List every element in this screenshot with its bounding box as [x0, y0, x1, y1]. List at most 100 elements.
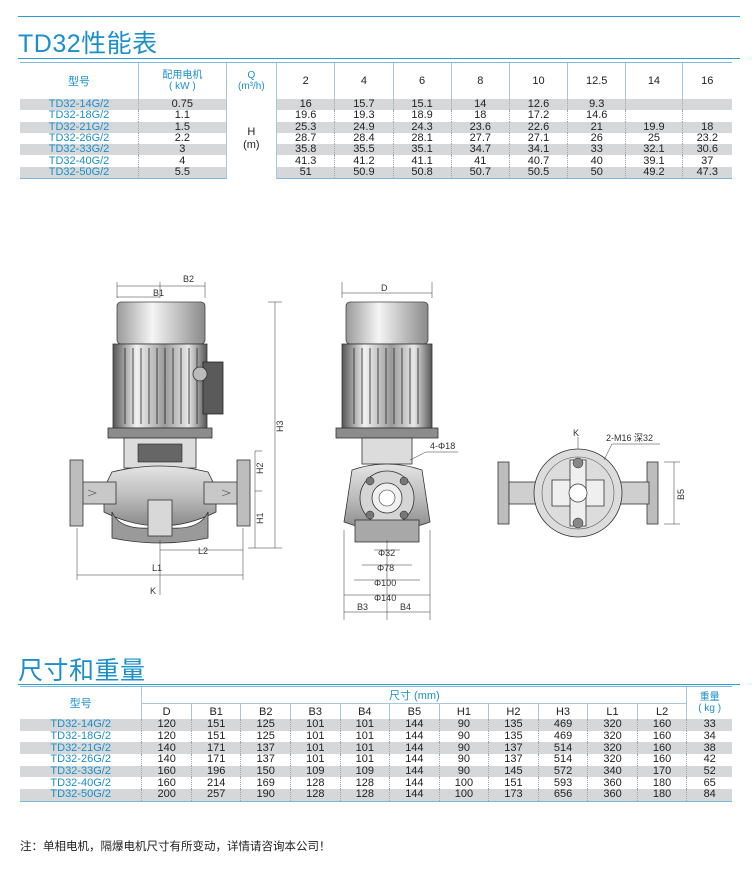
- dims-value-cell: 144: [389, 719, 440, 731]
- perf-head-value: 34.1: [508, 144, 568, 156]
- perf-q-header: Q(m³/h): [225, 62, 277, 99]
- perf-head-value: 41.3: [276, 155, 335, 167]
- dims-value-cell: 101: [339, 719, 390, 731]
- side-pump-body: [103, 465, 217, 527]
- perf-head-value: 19.6: [276, 110, 335, 122]
- perf-head-value: [625, 99, 683, 111]
- dims-value-cell: 128: [339, 777, 390, 790]
- perf-motor-header: 配用电机( kW ): [138, 62, 227, 99]
- label-h3: H3: [275, 420, 285, 432]
- perf-model-cell: TD32-18G/2: [20, 110, 139, 122]
- label-m16: 2-M16 深32: [606, 433, 653, 443]
- label-k: K: [150, 586, 156, 596]
- perf-head-unit-cell: H(m): [225, 99, 278, 179]
- label-b3: B3: [357, 602, 368, 612]
- dims-value-cell: 120: [141, 731, 192, 743]
- dims-value-cell: 469: [537, 719, 588, 731]
- dims-value-cell: 144: [389, 754, 440, 766]
- dims-value-cell: 109: [339, 766, 390, 778]
- perf-head-value: 30.6: [681, 144, 732, 156]
- dims-value-cell: 109: [290, 766, 341, 778]
- perf-head-value: 22.6: [508, 121, 568, 133]
- perf-head-value: 14: [450, 98, 510, 111]
- perf-head-value: 16: [276, 98, 335, 111]
- flow-header-0: 2: [276, 62, 335, 99]
- dims-col-header: B5: [389, 703, 440, 719]
- dims-value-cell: 100: [438, 777, 489, 790]
- perf-kw-cell: 5.5: [138, 167, 227, 180]
- perf-head-value: 39.1: [625, 155, 683, 167]
- perf-head-value: [681, 99, 732, 111]
- label-d78: Φ78: [377, 563, 394, 573]
- perf-head-value: 23.6: [450, 121, 510, 133]
- perf-head-value: 50: [567, 167, 626, 180]
- perf-head-value: 25.3: [276, 121, 335, 133]
- dims-value-cell: 320: [587, 719, 638, 731]
- dims-value-cell: 144: [389, 789, 440, 802]
- flow-header-1: 4: [334, 62, 393, 99]
- dims-model-cell: TD32-21G/2: [20, 742, 142, 755]
- dims-model-cell: TD32-14G/2: [20, 719, 142, 731]
- dims-value-cell: 180: [636, 789, 687, 802]
- perf-kw-cell: 2.2: [138, 132, 227, 145]
- dims-value-cell: 84: [686, 789, 732, 802]
- dims-weight-header: 重量( kg ): [686, 686, 732, 719]
- perf-head-value: 12.6: [508, 98, 568, 111]
- perf-model-cell: TD32-40G/2: [20, 155, 139, 167]
- performance-table: 型号 配用电机( kW ) Q(m³/h) 2 4 6 8 10 12.5 14…: [20, 62, 732, 180]
- perf-head-value: 50.9: [334, 167, 393, 180]
- dims-value-cell: 257: [190, 789, 241, 802]
- dims-col-header: H1: [438, 703, 489, 719]
- dims-header-row: 型号 尺寸 (mm) 重量( kg ): [20, 686, 732, 719]
- perf-head-value: 35.8: [276, 144, 335, 156]
- dims-value-cell: 125: [240, 731, 291, 743]
- dims-value-cell: 572: [537, 766, 588, 778]
- label-l2: L2: [198, 546, 208, 556]
- dims-col-header: L1: [587, 703, 638, 719]
- dims-value-cell: 469: [537, 731, 588, 743]
- dims-value-cell: 514: [537, 742, 588, 755]
- label-d100: Φ100: [374, 578, 396, 588]
- dims-value-cell: 190: [240, 789, 291, 802]
- perf-head-value: 17.2: [508, 110, 568, 122]
- dims-value-cell: 101: [339, 731, 390, 743]
- label-b2: B2: [183, 274, 194, 284]
- dims-value-cell: 180: [636, 777, 687, 790]
- dims-value-cell: 160: [141, 777, 192, 790]
- perf-model-cell: TD32-50G/2: [20, 167, 139, 180]
- dims-value-cell: 137: [488, 754, 539, 766]
- dims-value-cell: 52: [686, 766, 732, 778]
- dims-value-cell: 144: [389, 766, 440, 778]
- perf-head-value: 19.9: [625, 121, 683, 133]
- dims-value-cell: 320: [587, 742, 638, 755]
- dims-value-cell: 145: [488, 766, 539, 778]
- perf-head-value: 41.1: [392, 155, 452, 167]
- label-b4: B4: [400, 602, 411, 612]
- dims-value-cell: 90: [438, 719, 489, 731]
- perf-head-value: 28.7: [276, 132, 335, 145]
- dims-value-cell: 135: [488, 731, 539, 743]
- perf-head-value: [681, 110, 732, 122]
- perf-head-value: 18: [450, 110, 510, 122]
- perf-head-value: 49.2: [625, 167, 683, 180]
- footnote: 注：单相电机，隔爆电机尺寸有所变动，详情请咨询本公司！: [20, 841, 331, 853]
- dims-value-cell: 144: [389, 731, 440, 743]
- perf-kw-cell: 1.1: [138, 110, 227, 122]
- perf-head-value: 18.9: [392, 110, 452, 122]
- perf-model-cell: TD32-33G/2: [20, 144, 139, 156]
- dims-model-cell: TD32-18G/2: [50, 730, 111, 743]
- perf-head-value: 47.3: [681, 167, 732, 180]
- label-b5: B5: [676, 489, 686, 500]
- dims-value-cell: 171: [190, 742, 241, 755]
- dims-value-cell: 656: [537, 789, 588, 802]
- flow-header-7: 16: [681, 62, 732, 99]
- top-divider: [18, 16, 740, 17]
- dims-value-cell: 90: [438, 766, 489, 778]
